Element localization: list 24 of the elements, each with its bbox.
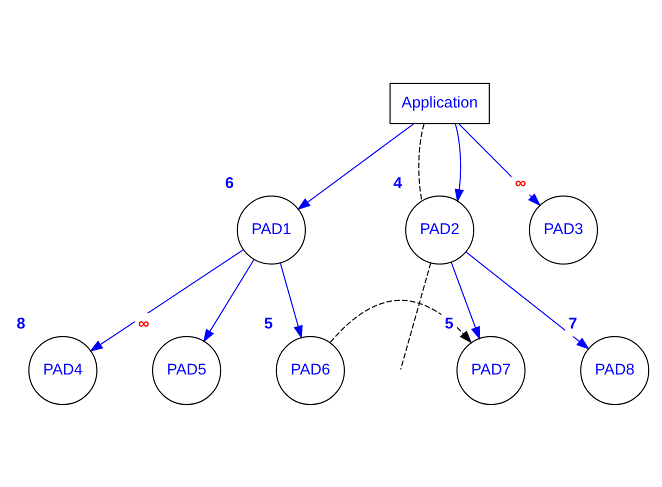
node-box: Application (390, 82, 490, 124)
node-circle: PAD4 (28, 335, 98, 405)
arrow (330, 299, 472, 344)
connector (418, 123, 425, 200)
node-label: 4 (393, 174, 402, 192)
node-circle: PAD1 (236, 195, 306, 264)
arrow (458, 123, 541, 206)
arrow (466, 250, 590, 350)
arrow (89, 248, 244, 352)
node-circle: PAD2 (405, 195, 474, 264)
arrow (450, 262, 480, 340)
node-label: 6 (225, 174, 234, 192)
arrow (454, 123, 464, 202)
node-label: 5 (264, 314, 273, 332)
arrow (203, 258, 254, 342)
node-label: 5 (444, 314, 454, 332)
node-label: ∞ (514, 174, 526, 192)
node-label: ∞ (138, 314, 150, 332)
node-circle: PAD6 (276, 335, 345, 405)
node-label: 7 (568, 314, 578, 332)
node-label: 8 (16, 314, 26, 332)
arrow (297, 122, 414, 210)
arrow (280, 262, 303, 338)
connector (400, 262, 432, 370)
